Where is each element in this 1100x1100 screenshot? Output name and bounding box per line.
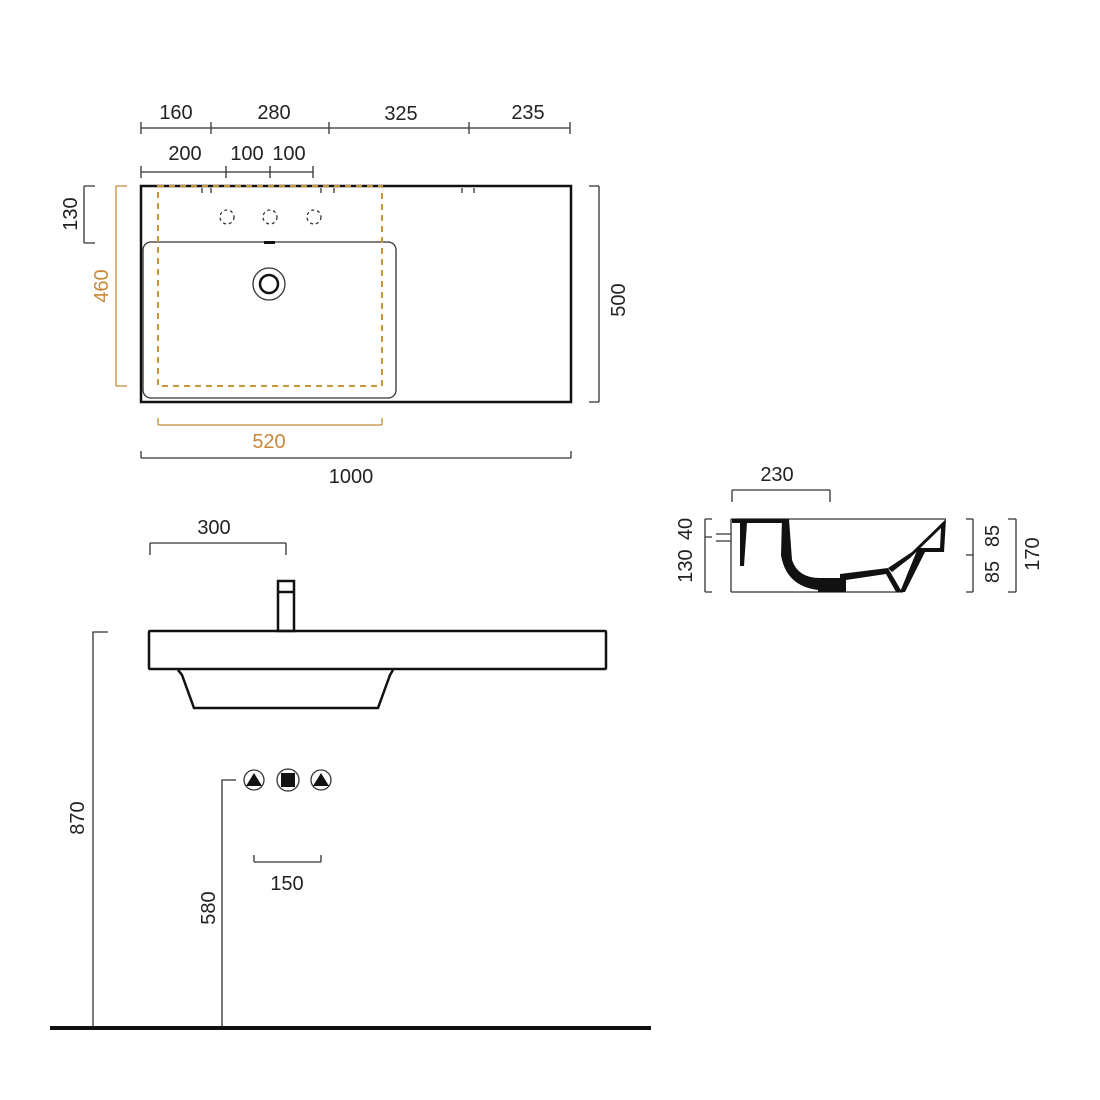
dim-230: 230 [760, 464, 793, 486]
front-view: 300 150 580 870 [50, 517, 651, 1030]
dim-160: 160 [159, 102, 192, 124]
tap-holes [219, 209, 322, 225]
dim-325: 325 [384, 103, 417, 125]
section-bowl-base [818, 568, 902, 592]
dim-520-line [157, 418, 383, 426]
fixing-marks [201, 188, 475, 193]
top-dimension-line [140, 122, 571, 134]
dim-100-b: 100 [272, 143, 305, 165]
triangle-icon [313, 773, 329, 786]
hot-supply-icon [243, 769, 265, 791]
countertop-front [147, 629, 608, 671]
cabinet-outline [157, 185, 383, 387]
dim-870: 870 [67, 801, 89, 834]
dim-170-line [1008, 518, 1017, 593]
dim-left-line [704, 518, 731, 593]
dim-1000-line [140, 451, 572, 459]
dim-460: 460 [91, 269, 113, 302]
drain-inner [258, 273, 280, 295]
dim-230-line [731, 489, 831, 502]
dim-580-line [221, 779, 236, 1027]
basin-front [177, 669, 395, 710]
section-bowl-curve [781, 519, 820, 590]
section-wall-left [732, 519, 788, 566]
dim-130: 130 [60, 197, 82, 230]
dim-130-section: 130 [675, 549, 697, 582]
hole-dimension-line [140, 166, 314, 178]
dim-40: 40 [675, 518, 697, 540]
supply-symbols [243, 768, 332, 792]
dim-520: 520 [252, 431, 285, 453]
triangle-icon [246, 773, 262, 786]
dim-85-lower: 85 [982, 561, 1004, 583]
dim-300-line [149, 542, 287, 555]
dim-130-line [83, 185, 95, 244]
dim-870-line [92, 631, 108, 1027]
dim-85-line [966, 518, 974, 593]
dim-280: 280 [257, 102, 290, 124]
countertop-outline [139, 184, 573, 404]
dim-200: 200 [168, 143, 201, 165]
dim-170: 170 [1022, 537, 1044, 570]
drain-icon [252, 267, 286, 301]
dim-85-upper: 85 [982, 525, 1004, 547]
dim-100-a: 100 [230, 143, 263, 165]
basin-outline [142, 241, 397, 399]
drain-outlet-icon [276, 768, 300, 792]
tap-icon [276, 579, 296, 633]
section-bowl-right [888, 519, 946, 592]
dim-150-line [253, 855, 322, 863]
section-view: 230 40 130 85 85 170 [675, 464, 1044, 593]
dim-235: 235 [511, 102, 544, 124]
dim-580: 580 [198, 891, 220, 924]
dim-1000: 1000 [329, 466, 374, 488]
dim-460-line [115, 185, 127, 387]
plan-view: 160 280 325 235 200 100 100 130 460 500 … [60, 102, 630, 488]
overflow [264, 241, 275, 244]
square-icon [281, 773, 295, 787]
cold-supply-icon [310, 769, 332, 791]
dim-500-line [589, 185, 600, 403]
dim-150: 150 [270, 873, 303, 895]
dim-300: 300 [197, 517, 230, 539]
dim-500: 500 [608, 283, 630, 316]
